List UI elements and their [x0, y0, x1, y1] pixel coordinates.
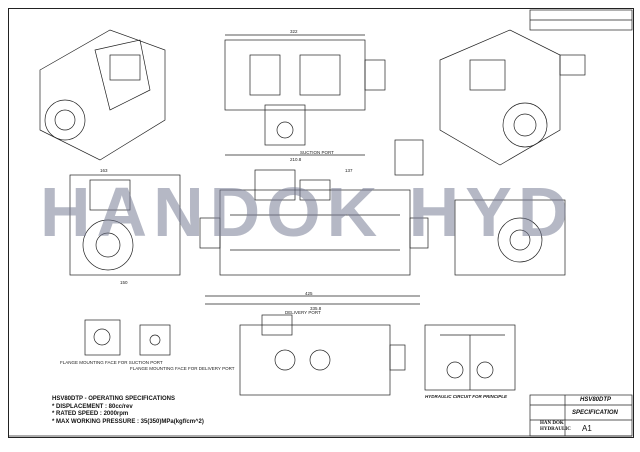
- dimension: 210.8: [290, 157, 302, 162]
- title-block: [529, 9, 633, 437]
- drawing-type: SPECIFICATION: [572, 410, 618, 416]
- side-view-left: [69, 174, 181, 276]
- sheet-size: A1: [582, 424, 592, 433]
- dimension: 163: [100, 168, 108, 173]
- bottom-view: [239, 314, 406, 396]
- company-name-2: HYDRAULIC: [540, 427, 571, 432]
- dimension: 335.8: [310, 306, 322, 311]
- circuit-caption: HYDRAULIC CIRCUIT FOR PRINCIPLE: [425, 394, 507, 399]
- company-name-1: HAN DOK: [540, 421, 564, 426]
- dimension: 425: [305, 291, 313, 296]
- flange-delivery-caption: FLANGE MOUNTING FACE FOR DELIVERY PORT: [130, 366, 235, 371]
- dimension: 137: [345, 168, 353, 173]
- delivery-port-label: DELIVERY PORT: [285, 310, 321, 315]
- dimension: 150: [120, 280, 128, 285]
- spec-displacement: * DISPLACEMENT : 80cc/rev: [52, 403, 133, 410]
- hydraulic-circuit: [424, 324, 516, 391]
- watermark: HANDOK HYD: [40, 173, 575, 251]
- flange-suction-caption: FLANGE MOUNTING FACE FOR SUCTION PORT: [60, 360, 163, 365]
- delivery-flange: [139, 324, 171, 356]
- spec-title: HSV80DTP - OPERATING SPECIFICATIONS: [52, 396, 176, 402]
- isometric-view-right: [439, 29, 561, 166]
- operating-specifications: HSV80DTP - OPERATING SPECIFICATIONS * DI…: [52, 396, 204, 426]
- dimension: 322: [290, 29, 298, 34]
- suction-port-label: SUCTION PORT: [300, 150, 334, 155]
- isometric-view-left: [39, 29, 166, 161]
- side-view-right: [454, 199, 566, 276]
- suction-flange: [84, 319, 121, 356]
- front-view: [199, 169, 429, 305]
- drawing-sheet: [8, 8, 634, 438]
- spec-rated-speed: * RATED SPEED : 2000rpm: [52, 411, 129, 417]
- model-number: HSV80DTP: [580, 397, 612, 403]
- top-view: [224, 34, 386, 156]
- spec-max-pressure: * MAX WORKING PRESSURE : 35(350)MPa(kgf/…: [52, 418, 204, 425]
